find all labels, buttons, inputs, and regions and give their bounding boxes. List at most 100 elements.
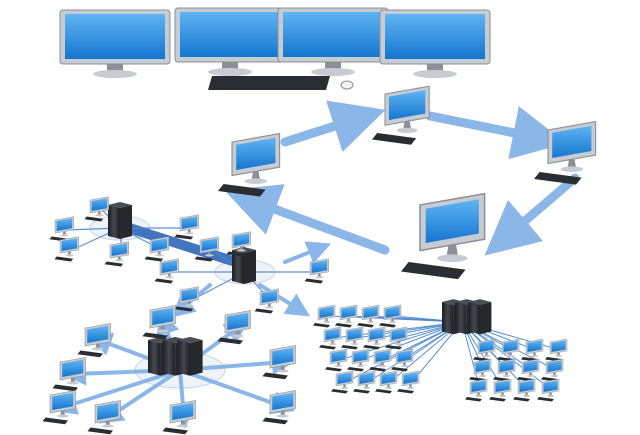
monitor-base [502, 375, 511, 377]
keyboard [534, 172, 582, 185]
workstation [363, 326, 386, 350]
server-front [232, 250, 244, 284]
ring-arrow [484, 173, 580, 256]
monitor-stand [549, 392, 552, 396]
keyboard [77, 350, 103, 358]
large-monitor-base [208, 68, 252, 76]
keyboard [379, 323, 396, 328]
monitor-stand [239, 246, 243, 250]
monitor-screen [341, 306, 356, 318]
monitor-stand [533, 352, 536, 356]
monitor-screen [52, 392, 74, 410]
large-monitor-stand [325, 62, 341, 70]
keyboard [217, 337, 243, 345]
keyboard [357, 323, 374, 328]
workstation [262, 345, 296, 380]
monitor-screen [503, 340, 518, 352]
keyboard [537, 397, 554, 402]
server-side [480, 302, 492, 335]
monitor-screen [499, 360, 514, 372]
keyboard [465, 397, 482, 402]
monitor-base [94, 214, 104, 217]
keyboard [142, 332, 168, 340]
monitor-base [204, 254, 214, 257]
monitor-base [560, 166, 583, 172]
monitor-screen [233, 233, 250, 246]
server-front [455, 302, 467, 335]
monitor-base [322, 321, 331, 323]
large-monitor-stand [107, 64, 123, 72]
monitor-screen [391, 328, 406, 340]
monitor-base [550, 375, 559, 377]
monitor-stand [477, 392, 480, 396]
monitor-screen [397, 350, 412, 362]
workstation [54, 236, 79, 262]
monitor-stand [403, 121, 411, 130]
keyboard [162, 427, 188, 435]
monitor-screen [111, 243, 128, 256]
monitor-stand [207, 251, 211, 255]
keyboard [174, 234, 194, 240]
monitor-screen [388, 90, 426, 120]
monitor-screen [319, 306, 334, 318]
workstation [142, 305, 176, 340]
monitor-base [366, 321, 375, 323]
monitor-base [59, 234, 69, 237]
monitor-screen [519, 380, 534, 392]
workstation [313, 304, 336, 328]
ring-arrow [425, 106, 567, 160]
link-arrow [258, 283, 311, 317]
monitor-stand [62, 231, 66, 235]
ring-arrow [224, 184, 390, 255]
monitor-screen [261, 290, 278, 303]
monitor-base [156, 329, 169, 333]
monitor-stand [235, 330, 240, 336]
monitor-screen [236, 137, 276, 170]
server-top [455, 299, 479, 305]
keyboard [174, 306, 194, 312]
workstation [174, 286, 199, 312]
keyboard [385, 345, 402, 350]
keyboard [226, 251, 246, 257]
monitor-base [101, 424, 114, 428]
workstation [341, 326, 364, 350]
workstation [545, 338, 568, 362]
server-side [120, 205, 132, 239]
workstation [154, 258, 179, 284]
workstation [52, 357, 86, 392]
monitor-stand [97, 211, 101, 215]
server-front [177, 340, 190, 376]
keyboard [363, 345, 380, 350]
monitor-base [522, 395, 531, 397]
monitor-screen [61, 238, 78, 251]
monitor-stand [280, 410, 285, 416]
monitor-screen [527, 340, 542, 352]
server-front [148, 340, 161, 376]
monitor-stand [387, 384, 390, 388]
monitor-base [437, 254, 468, 262]
monitor-screen [347, 328, 362, 340]
monitor-screen [353, 350, 368, 362]
keyboard [304, 278, 324, 284]
monitor-screen [337, 372, 352, 384]
workstation [489, 378, 512, 402]
monitor-stand [67, 251, 71, 255]
monitor-stand [317, 273, 321, 277]
monitor-stand [481, 372, 484, 376]
monitor-base [482, 355, 491, 357]
monitor-base [334, 365, 343, 367]
monitor-screen [181, 288, 198, 301]
workstation [194, 236, 219, 262]
monitor-base [474, 395, 483, 397]
workstation [517, 358, 540, 382]
workstation [385, 326, 408, 350]
monitor-base [56, 414, 69, 418]
workstation [77, 323, 111, 358]
keyboard [489, 397, 506, 402]
workstation [226, 231, 251, 257]
monitor-screen [272, 392, 294, 410]
monitor-stand [391, 318, 394, 322]
monitor-screen [201, 238, 218, 251]
monitor-screen [181, 216, 198, 229]
